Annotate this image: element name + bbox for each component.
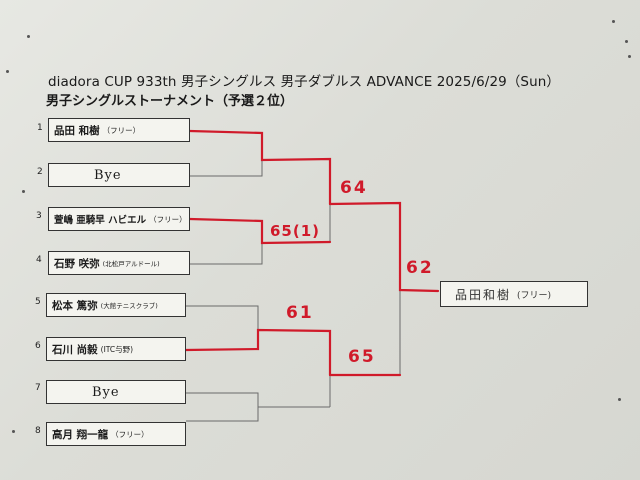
player-slot-5: 松本 篤弥 (大館テニスクラブ): [46, 293, 186, 317]
player-slot-6: 石川 尚毅 (ITC与野): [46, 337, 186, 361]
player-name: 高月 翔一龍: [52, 428, 109, 441]
paper-dot: [612, 20, 615, 23]
player-slot-2: Bye: [48, 163, 190, 187]
player-name: 萱嶋 亜騎早 ハビエル: [54, 215, 147, 226]
player-name: 石野 咲弥: [54, 257, 100, 270]
score-r1-match3: 61: [286, 303, 314, 323]
player-club: （フリー）: [102, 125, 141, 135]
paper-dot: [27, 35, 30, 38]
slot-number: 6: [35, 341, 41, 351]
champion-box: 品田和樹 (フリー): [440, 281, 588, 307]
champion-club: (フリー): [517, 290, 552, 301]
slot-number: 3: [36, 211, 42, 221]
slot-number: 4: [36, 255, 42, 265]
score-final: 62: [406, 258, 434, 278]
paper-dot: [618, 398, 621, 401]
document-title: diadora CUP 933th 男子シングルス 男子ダブルス ADVANCE…: [48, 74, 561, 90]
slot-number: 2: [37, 167, 43, 177]
player-name: Bye: [92, 384, 120, 400]
paper-dot: [625, 40, 628, 43]
slot-number: 1: [37, 123, 43, 133]
player-slot-4: 石野 咲弥 (北松戸アルドール): [48, 251, 190, 275]
score-r1-match2: 65(1): [270, 222, 321, 240]
player-slot-3: 萱嶋 亜騎早 ハビエル （フリー）: [48, 207, 190, 231]
document-subtitle: 男子シングルストーナメント（予選２位）: [46, 94, 294, 109]
player-name: Bye: [94, 167, 122, 183]
player-club: （フリー）: [149, 214, 187, 224]
bracket-grey-lines: [186, 160, 401, 422]
player-name: 品田 和樹: [54, 124, 100, 137]
player-slot-8: 高月 翔一龍 （フリー）: [46, 422, 186, 446]
player-name: 石川 尚毅: [52, 343, 98, 356]
paper-dot: [628, 55, 631, 58]
score-sf2: 65: [348, 347, 376, 367]
slot-number: 7: [35, 383, 41, 393]
score-sf1: 64: [340, 178, 368, 198]
paper-dot: [6, 70, 9, 73]
player-club: (北松戸アルドール): [102, 260, 160, 268]
champion-name: 品田和樹: [455, 287, 512, 302]
paper-dot: [12, 430, 15, 433]
bracket-red-lines: [184, 129, 440, 377]
player-slot-1: 品田 和樹 （フリー）: [48, 118, 190, 142]
paper-dot: [22, 190, 25, 193]
slot-number: 5: [35, 297, 41, 307]
player-slot-7: Bye: [46, 380, 186, 404]
player-club: (ITC与野): [100, 344, 134, 354]
player-club: (大館テニスクラブ): [100, 302, 158, 310]
player-club: （フリー）: [111, 429, 149, 439]
slot-number: 8: [35, 426, 41, 436]
player-name: 松本 篤弥: [52, 299, 98, 312]
